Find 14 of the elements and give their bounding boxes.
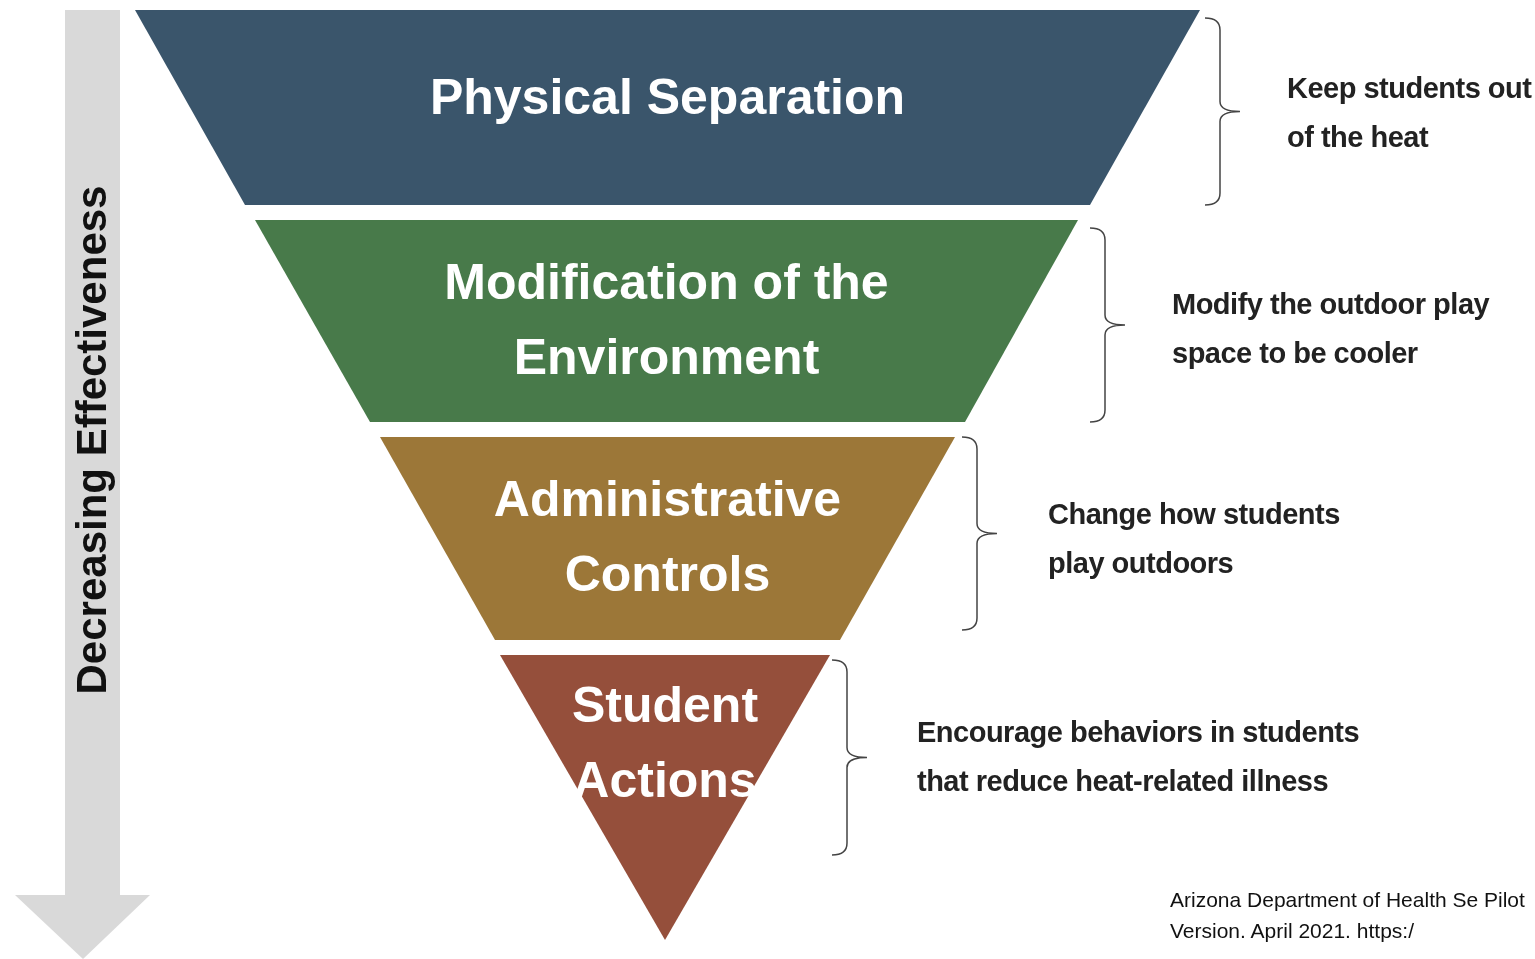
layer-title: Student Actions: [570, 676, 760, 810]
pyramid-layer: [255, 220, 1078, 422]
description-text: Modify the outdoor play space to be cooler: [1172, 287, 1491, 372]
pyramid-layer: [135, 10, 1200, 205]
description-text: Encourage behaviors in students that reduce heat-related illness: [917, 715, 1361, 800]
citation-text: Arizona Department of Health Se Pilot Version. April 2021. https:/: [1170, 887, 1525, 944]
pyramid-layer: [380, 437, 955, 640]
description-text: Change how students play outdoors: [1048, 497, 1341, 582]
layer-title: Modification of the Environment: [443, 253, 890, 387]
layer-title: Physical Separation: [428, 68, 907, 127]
axis-label: Decreasing Effectiveness: [68, 185, 116, 695]
description-text: Keep students out of the heat: [1287, 71, 1533, 156]
layer-title: Administrative Controls: [492, 470, 843, 604]
pyramid-layer: [500, 655, 830, 940]
